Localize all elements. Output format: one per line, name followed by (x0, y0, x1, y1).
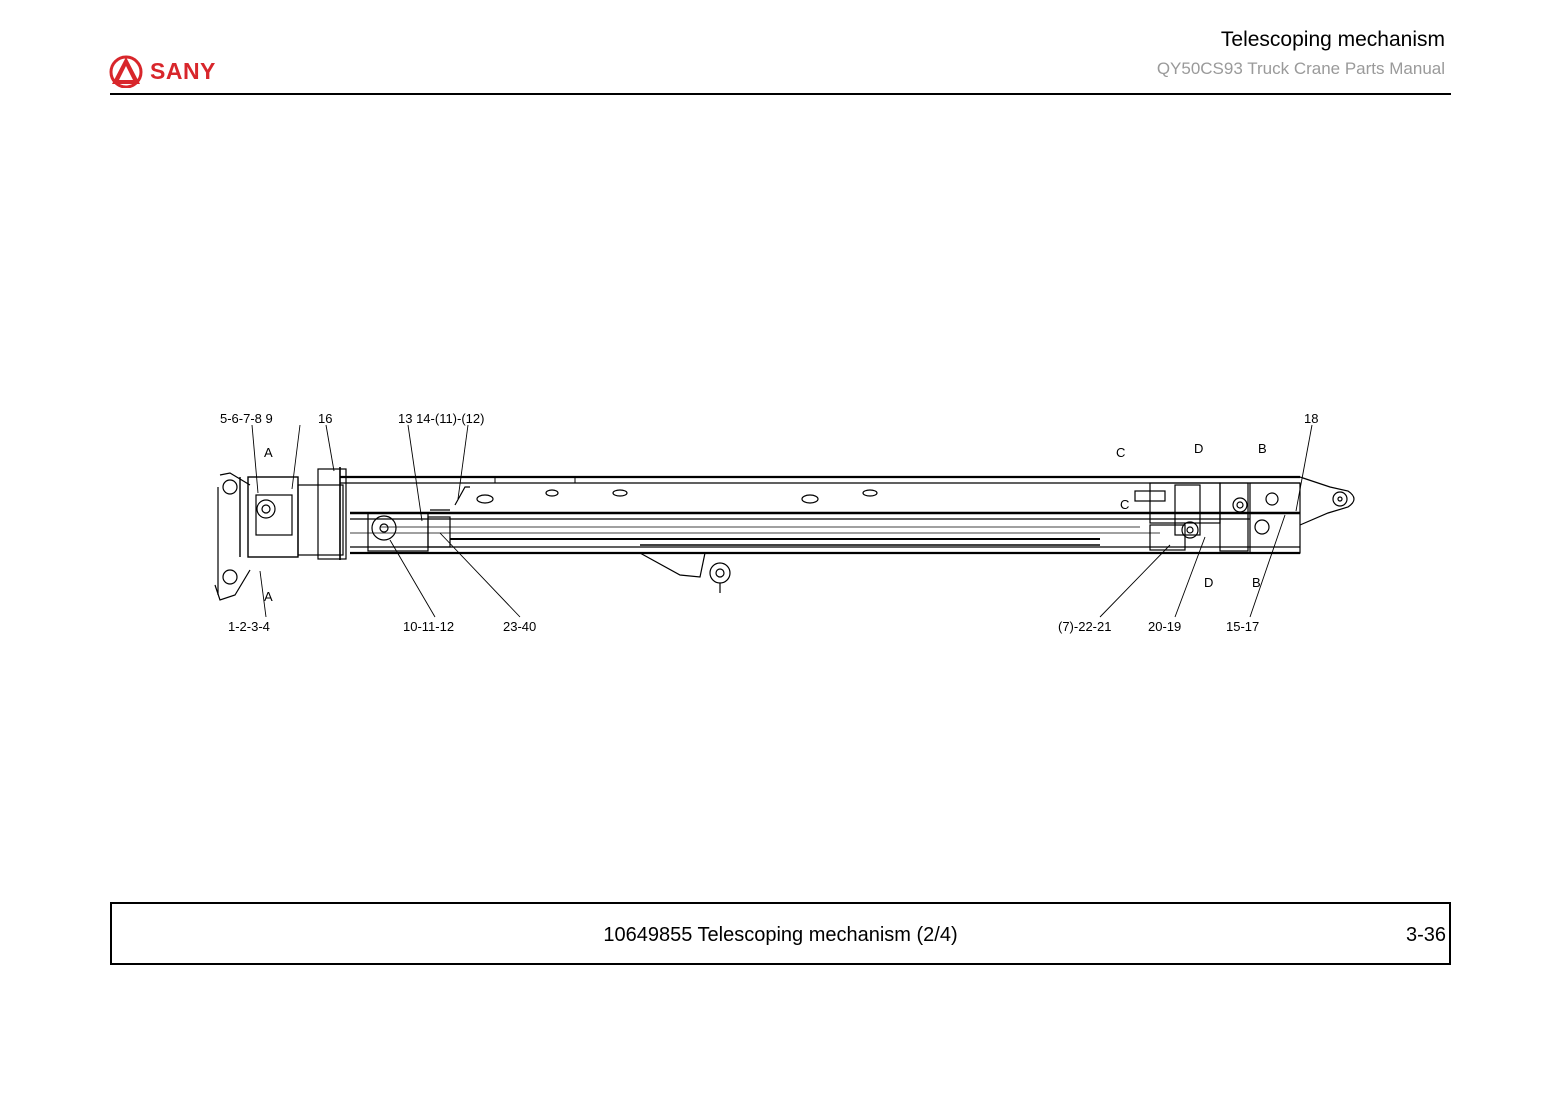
callout-7-22-21: (7)-22-21 (1058, 619, 1111, 634)
section-mark-c-mid: C (1120, 497, 1129, 512)
section-mark-a-top: A (264, 445, 273, 460)
callout-18: 18 (1304, 411, 1318, 426)
section-mark-c-top: C (1116, 445, 1125, 460)
section-mark-b-bottom: B (1252, 575, 1261, 590)
section-mark-b-top: B (1258, 441, 1267, 456)
section-title: Telescoping mechanism (1220, 28, 1445, 51)
sany-logo-icon (109, 55, 143, 88)
callout-15-17: 15-17 (1226, 619, 1259, 634)
callout-23-40: 23-40 (503, 619, 536, 634)
sany-logo: SANY (108, 52, 216, 90)
section-mark-a-bottom: A (264, 589, 273, 604)
callout-1-2-3-4: 1-2-3-4 (228, 619, 270, 634)
figure-caption: 10649855 Telescoping mechanism (2/4) (603, 924, 958, 946)
page-number: 3-36 (1405, 924, 1446, 946)
section-mark-d-top: D (1194, 441, 1203, 456)
manual-subtitle: QY50CS93 Truck Crane Parts Manual (1156, 59, 1445, 78)
boom-assembly-diagram: 5-6-7-8 9 16 13 14-(11)-(12) 18 1-2-3-4 … (214, 411, 1355, 634)
callout-5-6-7-8-9: 5-6-7-8 9 (220, 411, 273, 426)
logo-text: SANY (150, 57, 216, 84)
figure-caption-box: 10649855 Telescoping mechanism (2/4) 3-3… (110, 902, 1451, 965)
header-divider (110, 93, 1451, 95)
section-mark-d-bottom: D (1204, 575, 1213, 590)
callout-16: 16 (318, 411, 332, 426)
callout-20-19: 20-19 (1148, 619, 1181, 634)
callout-13-14: 13 14-(11)-(12) (398, 411, 484, 426)
callout-10-11-12: 10-11-12 (403, 619, 454, 634)
telescoping-mechanism-drawing: 5-6-7-8 9 16 13 14-(11)-(12) 18 1-2-3-4 … (200, 395, 1380, 645)
